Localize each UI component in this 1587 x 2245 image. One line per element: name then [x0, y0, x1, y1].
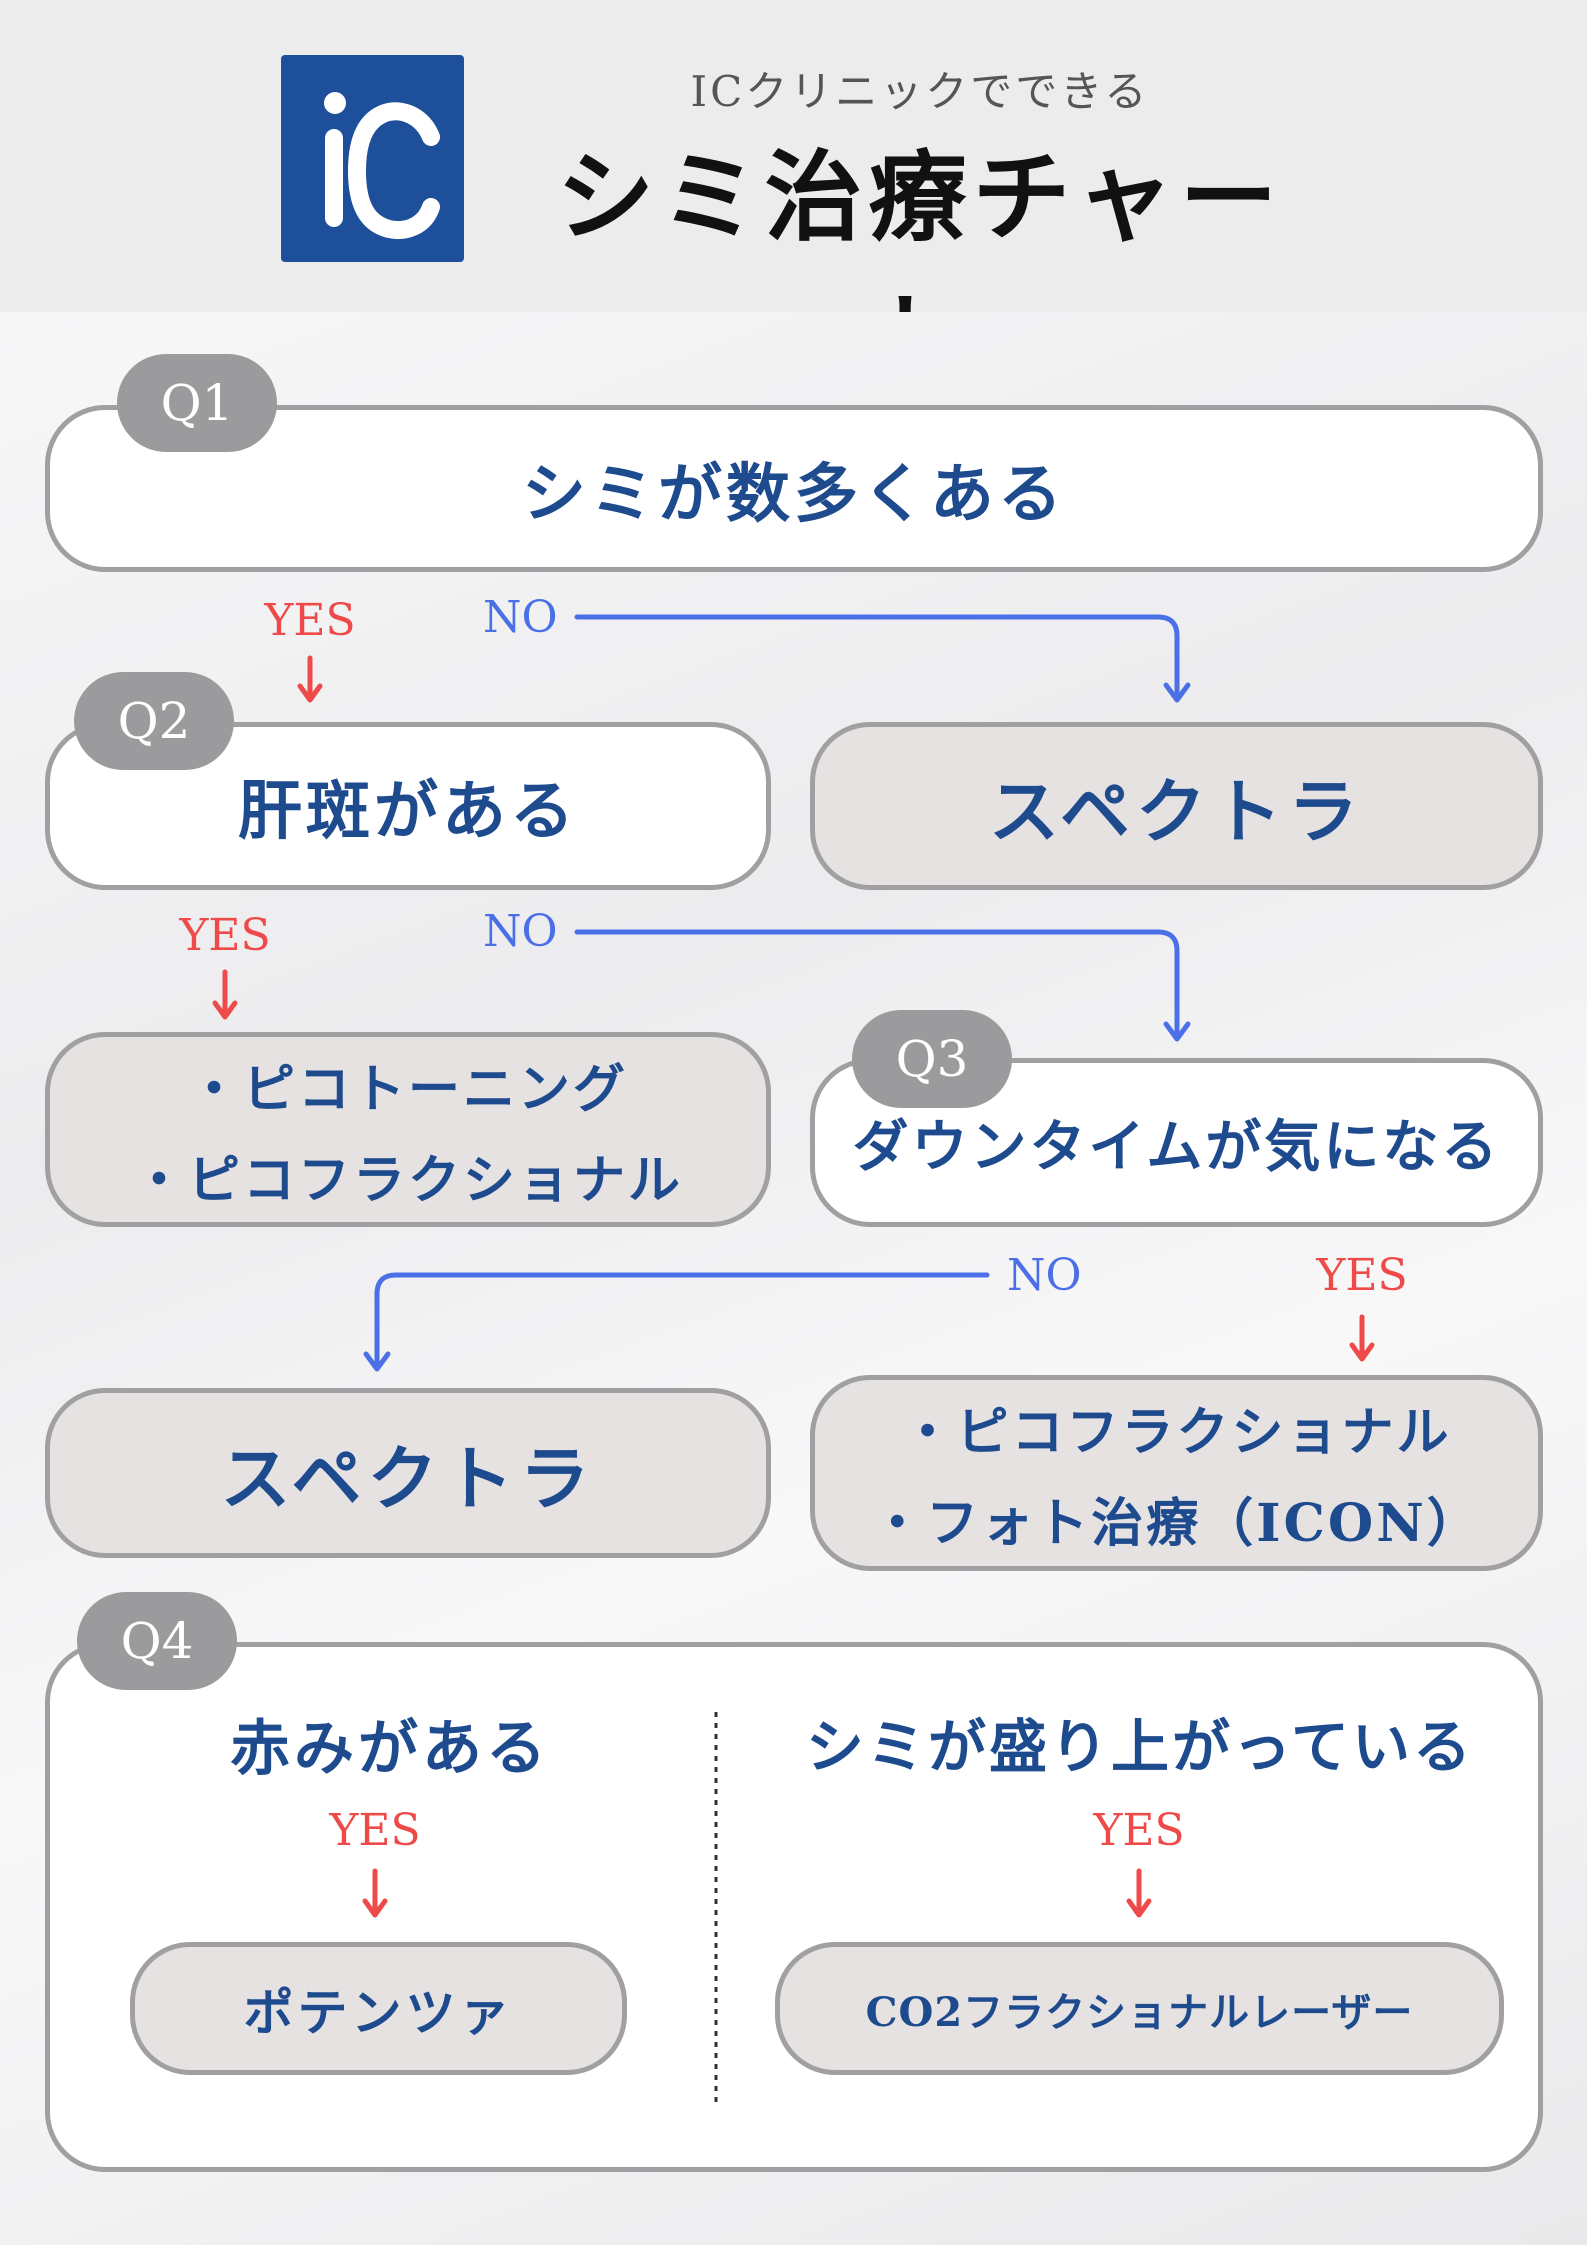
- q4-right-question: シミが盛り上がっている: [805, 1713, 1475, 1781]
- q3-question-box: ダウンタイムが気になる: [810, 1058, 1543, 1227]
- q1-yes-label: YES: [264, 595, 356, 646]
- q2-no-arrow: [574, 929, 1191, 1042]
- q1-no-result-text: スペクトラ: [988, 769, 1365, 853]
- q4-left-result-text: ポテンツァ: [243, 1982, 514, 2042]
- q4-right-result-box: CO2フラクショナルレーザー: [775, 1942, 1504, 2075]
- q1-no-arrow: [574, 614, 1191, 703]
- ic-logo-mark: [324, 92, 440, 239]
- q1-tag: Q1: [117, 354, 277, 452]
- q3-yes-result-line-1: ・ピコフラクショナル: [901, 1402, 1452, 1463]
- q2-no-label: NO: [483, 906, 558, 957]
- q3-yes-result-box: ・ピコフラクショナル ・フォト治療（ICON）: [810, 1375, 1543, 1571]
- q3-no-result-box: スペクトラ: [45, 1388, 771, 1558]
- q3-no-arrow: [363, 1272, 990, 1372]
- q2-yes-label: YES: [179, 910, 271, 961]
- q2-yes-arrow: [212, 969, 238, 1020]
- q4-right-result-text: CO2フラクショナルレーザー: [865, 1988, 1414, 2036]
- q2-yes-result-box: ・ピコトーニング ・ピコフラクショナル: [45, 1032, 771, 1227]
- q2-question-box: 肝斑がある: [45, 722, 771, 890]
- q1-question-box: シミが数多くある: [45, 405, 1543, 572]
- ic-clinic-logo: [281, 55, 464, 262]
- q3-yes-label: YES: [1316, 1250, 1408, 1301]
- q2-yes-result-line-2: ・ピコフラクショナル: [132, 1149, 683, 1211]
- q4-left-yes-arrow: [362, 1868, 388, 1918]
- q4-right-yes-label: YES: [1093, 1805, 1185, 1856]
- q2-yes-result-line-1: ・ピコトーニング: [187, 1058, 628, 1120]
- q2-question-text: 肝斑がある: [238, 774, 578, 849]
- q1-no-result-box: スペクトラ: [810, 722, 1543, 890]
- q1-no-label: NO: [483, 592, 558, 643]
- header-subtitle: ICクリニックでできる: [690, 67, 1150, 116]
- q3-tag: Q3: [852, 1010, 1012, 1108]
- q4-container: [45, 1642, 1543, 2172]
- q1-question-text: シミが数多くある: [522, 456, 1066, 532]
- q3-yes-arrow: [1349, 1314, 1375, 1362]
- q3-question-text: ダウンタイムが気になる: [852, 1114, 1501, 1180]
- q2-tag: Q2: [74, 672, 234, 770]
- q3-no-label: NO: [1007, 1250, 1082, 1301]
- q4-left-question: 赤みがある: [230, 1714, 550, 1784]
- q1-yes-arrow: [297, 655, 323, 703]
- q4-left-result-box: ポテンツァ: [130, 1942, 627, 2075]
- q3-yes-result-line-2: ・フォト治療（ICON）: [871, 1493, 1482, 1554]
- q4-left-yes-label: YES: [329, 1805, 421, 1856]
- header: ICクリニックでできる シミ治療チャート: [0, 0, 1587, 397]
- q3-no-result-text: スペクトラ: [220, 1436, 596, 1520]
- q4-right-yes-arrow: [1126, 1868, 1152, 1918]
- q4-tag: Q4: [77, 1592, 237, 1690]
